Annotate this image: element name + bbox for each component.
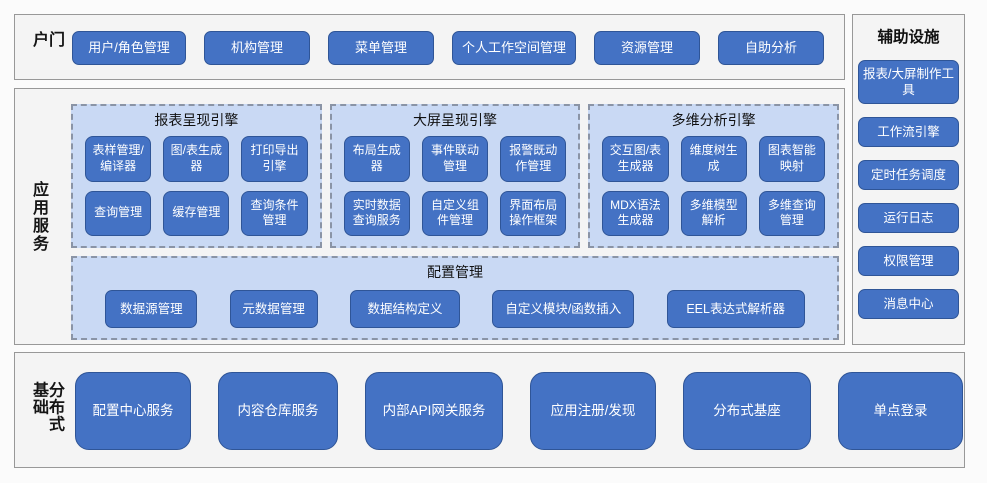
report-presentation-engine-title: 报表呈现引擎: [154, 112, 239, 128]
node-interactive-chart-generator: 交互图/表生成器: [602, 136, 669, 182]
node-permission-mgmt: 权限管理: [858, 246, 959, 276]
auxiliary-facilities-title: 辅助设施: [877, 29, 940, 46]
node-config-center-service: 配置中心服务: [75, 372, 191, 450]
portal-section: 门户 用户/角色管理 机构管理 菜单管理 个人工作空间管理 资源管理 自助分析: [14, 14, 845, 80]
node-workflow-engine: 工作流引擎: [858, 117, 959, 147]
config-mgmt-group: 配置管理 数据源管理 元数据管理 数据结构定义 自定义模块/函数插入 EEL表达…: [71, 256, 839, 340]
node-single-sign-on: 单点登录: [838, 372, 963, 450]
node-chart-smart-mapping: 图表智能映射: [758, 136, 826, 182]
distributed-foundation-label: 分布式基础: [30, 381, 63, 433]
node-dimension-tree-generation: 维度树生成: [680, 136, 747, 182]
node-app-registration-discovery: 应用注册/发现: [530, 372, 656, 450]
node-org-mgmt: 机构管理: [204, 31, 310, 65]
node-multidim-query-mgmt: 多维查询管理: [758, 190, 826, 236]
node-menu-mgmt: 菜单管理: [328, 31, 434, 65]
olap-analysis-engine-title: 多维分析引擎: [671, 112, 756, 128]
node-metadata-mgmt: 元数据管理: [229, 290, 318, 328]
olap-engine-grid: 交互图/表生成器 维度树生成 图表智能映射 MDX语法生成器 多维模型解析 多维…: [602, 136, 826, 236]
bigscreen-presentation-engine-title: 大屏呈现引擎: [413, 112, 497, 128]
node-scheduled-task-scheduling: 定时任务调度: [858, 160, 959, 190]
node-cache-mgmt: 缓存管理: [163, 190, 230, 236]
portal-section-label: 门户: [30, 31, 63, 49]
auxiliary-node-column: 报表/大屏制作工具 工作流引擎 定时任务调度 运行日志 权限管理 消息中心: [853, 60, 964, 319]
node-user-role-mgmt: 用户/角色管理: [72, 31, 186, 65]
node-report-screen-authoring-tool: 报表/大屏制作工具: [858, 60, 959, 104]
portal-node-row: 用户/角色管理 机构管理 菜单管理 个人工作空间管理 资源管理 自助分析: [72, 31, 824, 65]
app-services-section-label: 应用服务: [30, 180, 47, 253]
node-eel-expression-parser: EEL表达式解析器: [666, 290, 805, 328]
node-event-linkage-mgmt: 事件联动管理: [421, 136, 489, 182]
bigscreen-engine-grid: 布局生成器 事件联动管理 报警既动作管理 实时数据查询服务 自定义组件管理 界面…: [343, 136, 567, 236]
node-report-style-compiler: 表样管理/编译器: [85, 136, 152, 182]
node-query-condition-mgmt: 查询条件管理: [241, 190, 308, 236]
config-mgmt-title: 配置管理: [427, 264, 483, 280]
distributed-node-row: 配置中心服务 内容仓库服务 内部API网关服务 应用注册/发现 分布式基座 单点…: [75, 372, 963, 450]
node-content-repo-service: 内容仓库服务: [218, 372, 338, 450]
node-datasource-mgmt: 数据源管理: [105, 290, 198, 328]
node-ui-layout-framework: 界面布局操作框架: [500, 190, 567, 236]
report-presentation-engine-group: 报表呈现引擎 表样管理/编译器 图/表生成器 打印导出引擎 查询管理 缓存管理 …: [71, 104, 322, 248]
node-multidim-model-parsing: 多维模型解析: [680, 190, 747, 236]
config-node-row: 数据源管理 元数据管理 数据结构定义 自定义模块/函数插入 EEL表达式解析器: [73, 290, 837, 328]
node-print-export-engine: 打印导出引擎: [241, 136, 308, 182]
engines-row: 报表呈现引擎 表样管理/编译器 图/表生成器 打印导出引擎 查询管理 缓存管理 …: [71, 104, 840, 248]
distributed-foundation-section: 分布式基础 配置中心服务 内容仓库服务 内部API网关服务 应用注册/发现 分布…: [14, 352, 965, 468]
node-run-logs: 运行日志: [858, 203, 959, 233]
node-distributed-base: 分布式基座: [683, 372, 811, 450]
olap-analysis-engine-group: 多维分析引擎 交互图/表生成器 维度树生成 图表智能映射 MDX语法生成器 多维…: [588, 104, 840, 248]
node-query-mgmt: 查询管理: [85, 190, 152, 236]
node-self-service-analysis: 自助分析: [718, 31, 824, 65]
bigscreen-presentation-engine-group: 大屏呈现引擎 布局生成器 事件联动管理 报警既动作管理 实时数据查询服务 自定义…: [329, 104, 581, 248]
node-layout-generator: 布局生成器: [343, 136, 410, 182]
node-internal-api-gateway-service: 内部API网关服务: [365, 372, 503, 450]
node-realtime-data-query-service: 实时数据查询服务: [343, 190, 410, 236]
node-resource-mgmt: 资源管理: [594, 31, 700, 65]
node-mdx-syntax-generator: MDX语法生成器: [602, 190, 669, 236]
node-alarm-action-mgmt: 报警既动作管理: [500, 136, 567, 182]
node-custom-component-mgmt: 自定义组件管理: [421, 190, 489, 236]
node-data-structure-definition: 数据结构定义: [349, 290, 460, 328]
node-custom-module-function-insert: 自定义模块/函数插入: [492, 290, 635, 328]
node-chart-table-generator: 图/表生成器: [163, 136, 230, 182]
node-message-center: 消息中心: [858, 289, 959, 319]
auxiliary-facilities-section: 辅助设施 报表/大屏制作工具 工作流引擎 定时任务调度 运行日志 权限管理 消息…: [852, 14, 965, 345]
app-services-section: 应用服务 报表呈现引擎 表样管理/编译器 图/表生成器 打印导出引擎 查询管理 …: [14, 88, 845, 345]
report-engine-grid: 表样管理/编译器 图/表生成器 打印导出引擎 查询管理 缓存管理 查询条件管理: [85, 136, 308, 236]
node-personal-workspace-mgmt: 个人工作空间管理: [452, 31, 576, 65]
